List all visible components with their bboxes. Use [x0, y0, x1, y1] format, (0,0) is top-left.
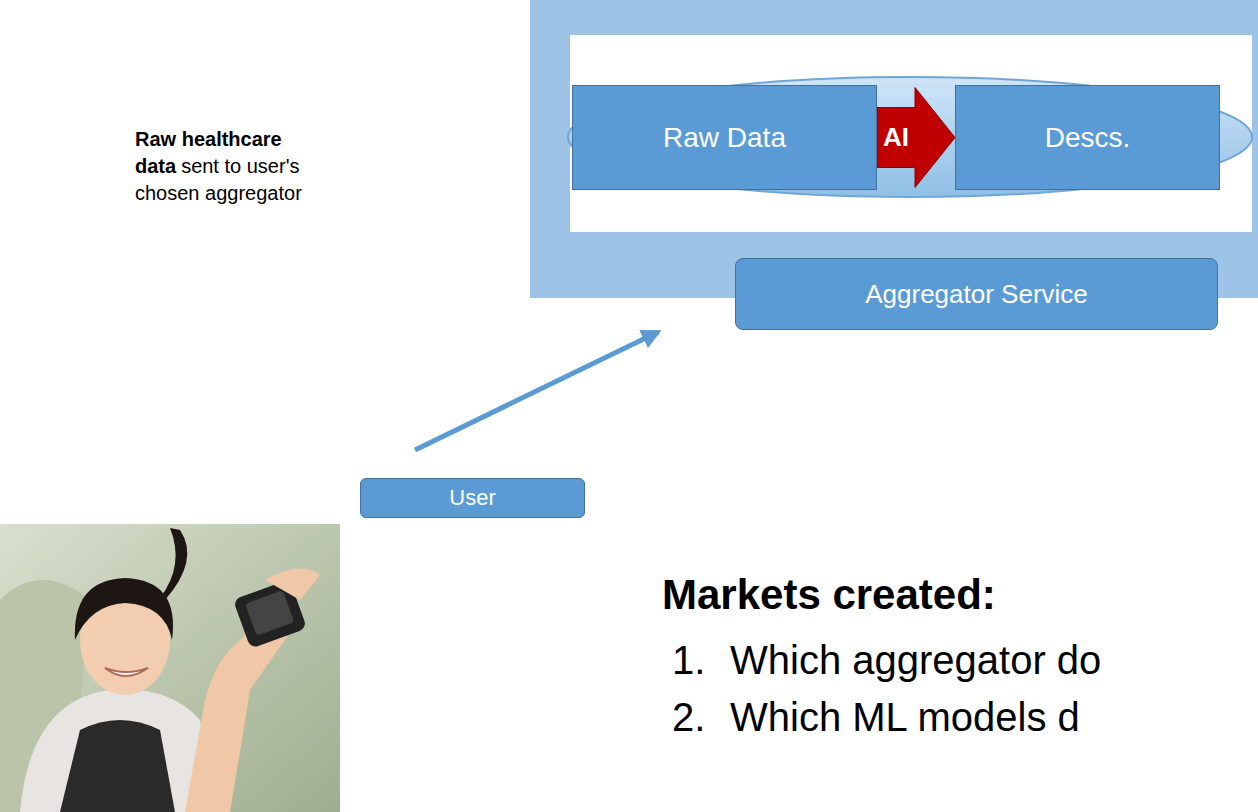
list-item: 2. [672, 693, 705, 741]
section-heading: Markets created: [662, 570, 996, 620]
box-label: User [449, 485, 495, 511]
block-arrow [877, 88, 955, 188]
edge-label: AI [881, 122, 911, 153]
user-photo [0, 524, 340, 812]
callout-text: Raw healthcare datasent to user's chosen… [135, 126, 340, 207]
list-item: 1. [672, 636, 705, 684]
list-item: Which ML models d [730, 693, 1080, 741]
box-label: Raw Data [663, 122, 786, 154]
service-label: Aggregator Service [735, 258, 1218, 330]
process-box: Descs. [955, 85, 1220, 190]
box-label: Descs. [1045, 122, 1131, 154]
list-item: Which aggregator do [730, 636, 1101, 684]
data-arrow [415, 332, 658, 450]
cloud-shape [568, 77, 1252, 197]
inner-panel [570, 35, 1252, 232]
process-box: Raw Data [572, 85, 877, 190]
process-box: User [360, 478, 585, 518]
aggregator-panel [530, 0, 1258, 298]
